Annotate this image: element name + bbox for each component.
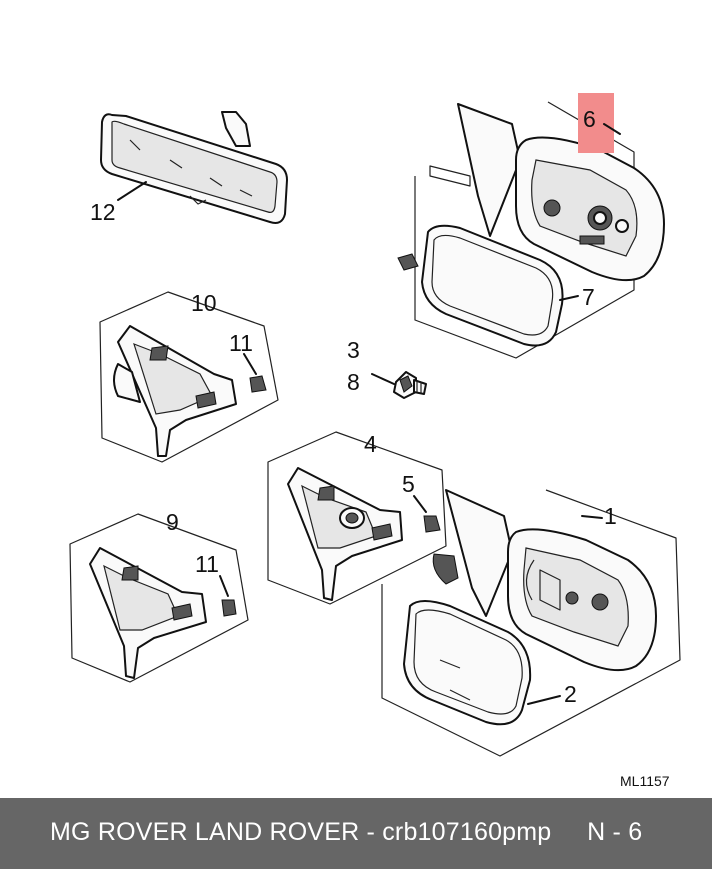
- bracket-group-10: [99, 291, 279, 463]
- callout-1: 1: [604, 503, 617, 529]
- callout-8: 8: [347, 369, 360, 395]
- callout-11-lower: 11: [195, 551, 219, 577]
- callout-7: 7: [582, 284, 595, 310]
- callout-5: 5: [402, 471, 415, 497]
- interior-mirror-12: [100, 111, 288, 224]
- callout-4: 4: [364, 431, 377, 457]
- footer-bar: MG ROVER LAND ROVER - crb107160pmp N - 6: [0, 798, 712, 869]
- callout-11-upper: 11: [229, 330, 253, 356]
- callout-12: 12: [90, 199, 116, 225]
- drawing-code: ML1157: [620, 773, 670, 789]
- callout-2: 2: [564, 681, 577, 707]
- callout-10: 10: [191, 290, 217, 316]
- footer-caption: MG ROVER LAND ROVER - crb107160pmp N - 6: [50, 818, 643, 846]
- bracket-group-9: [69, 513, 249, 683]
- callout-9: 9: [166, 509, 179, 535]
- parts-diagram: 12 6 7 10 11 3 8: [69, 93, 681, 789]
- callout-3: 3: [347, 337, 360, 363]
- bracket-group-4: [267, 431, 447, 605]
- screw-3-8: [393, 371, 427, 399]
- door-mirror-group-6: [397, 93, 665, 359]
- callout-6: 6: [583, 106, 596, 132]
- callout-6-highlight: [578, 93, 614, 153]
- door-mirror-group-1: [381, 489, 681, 757]
